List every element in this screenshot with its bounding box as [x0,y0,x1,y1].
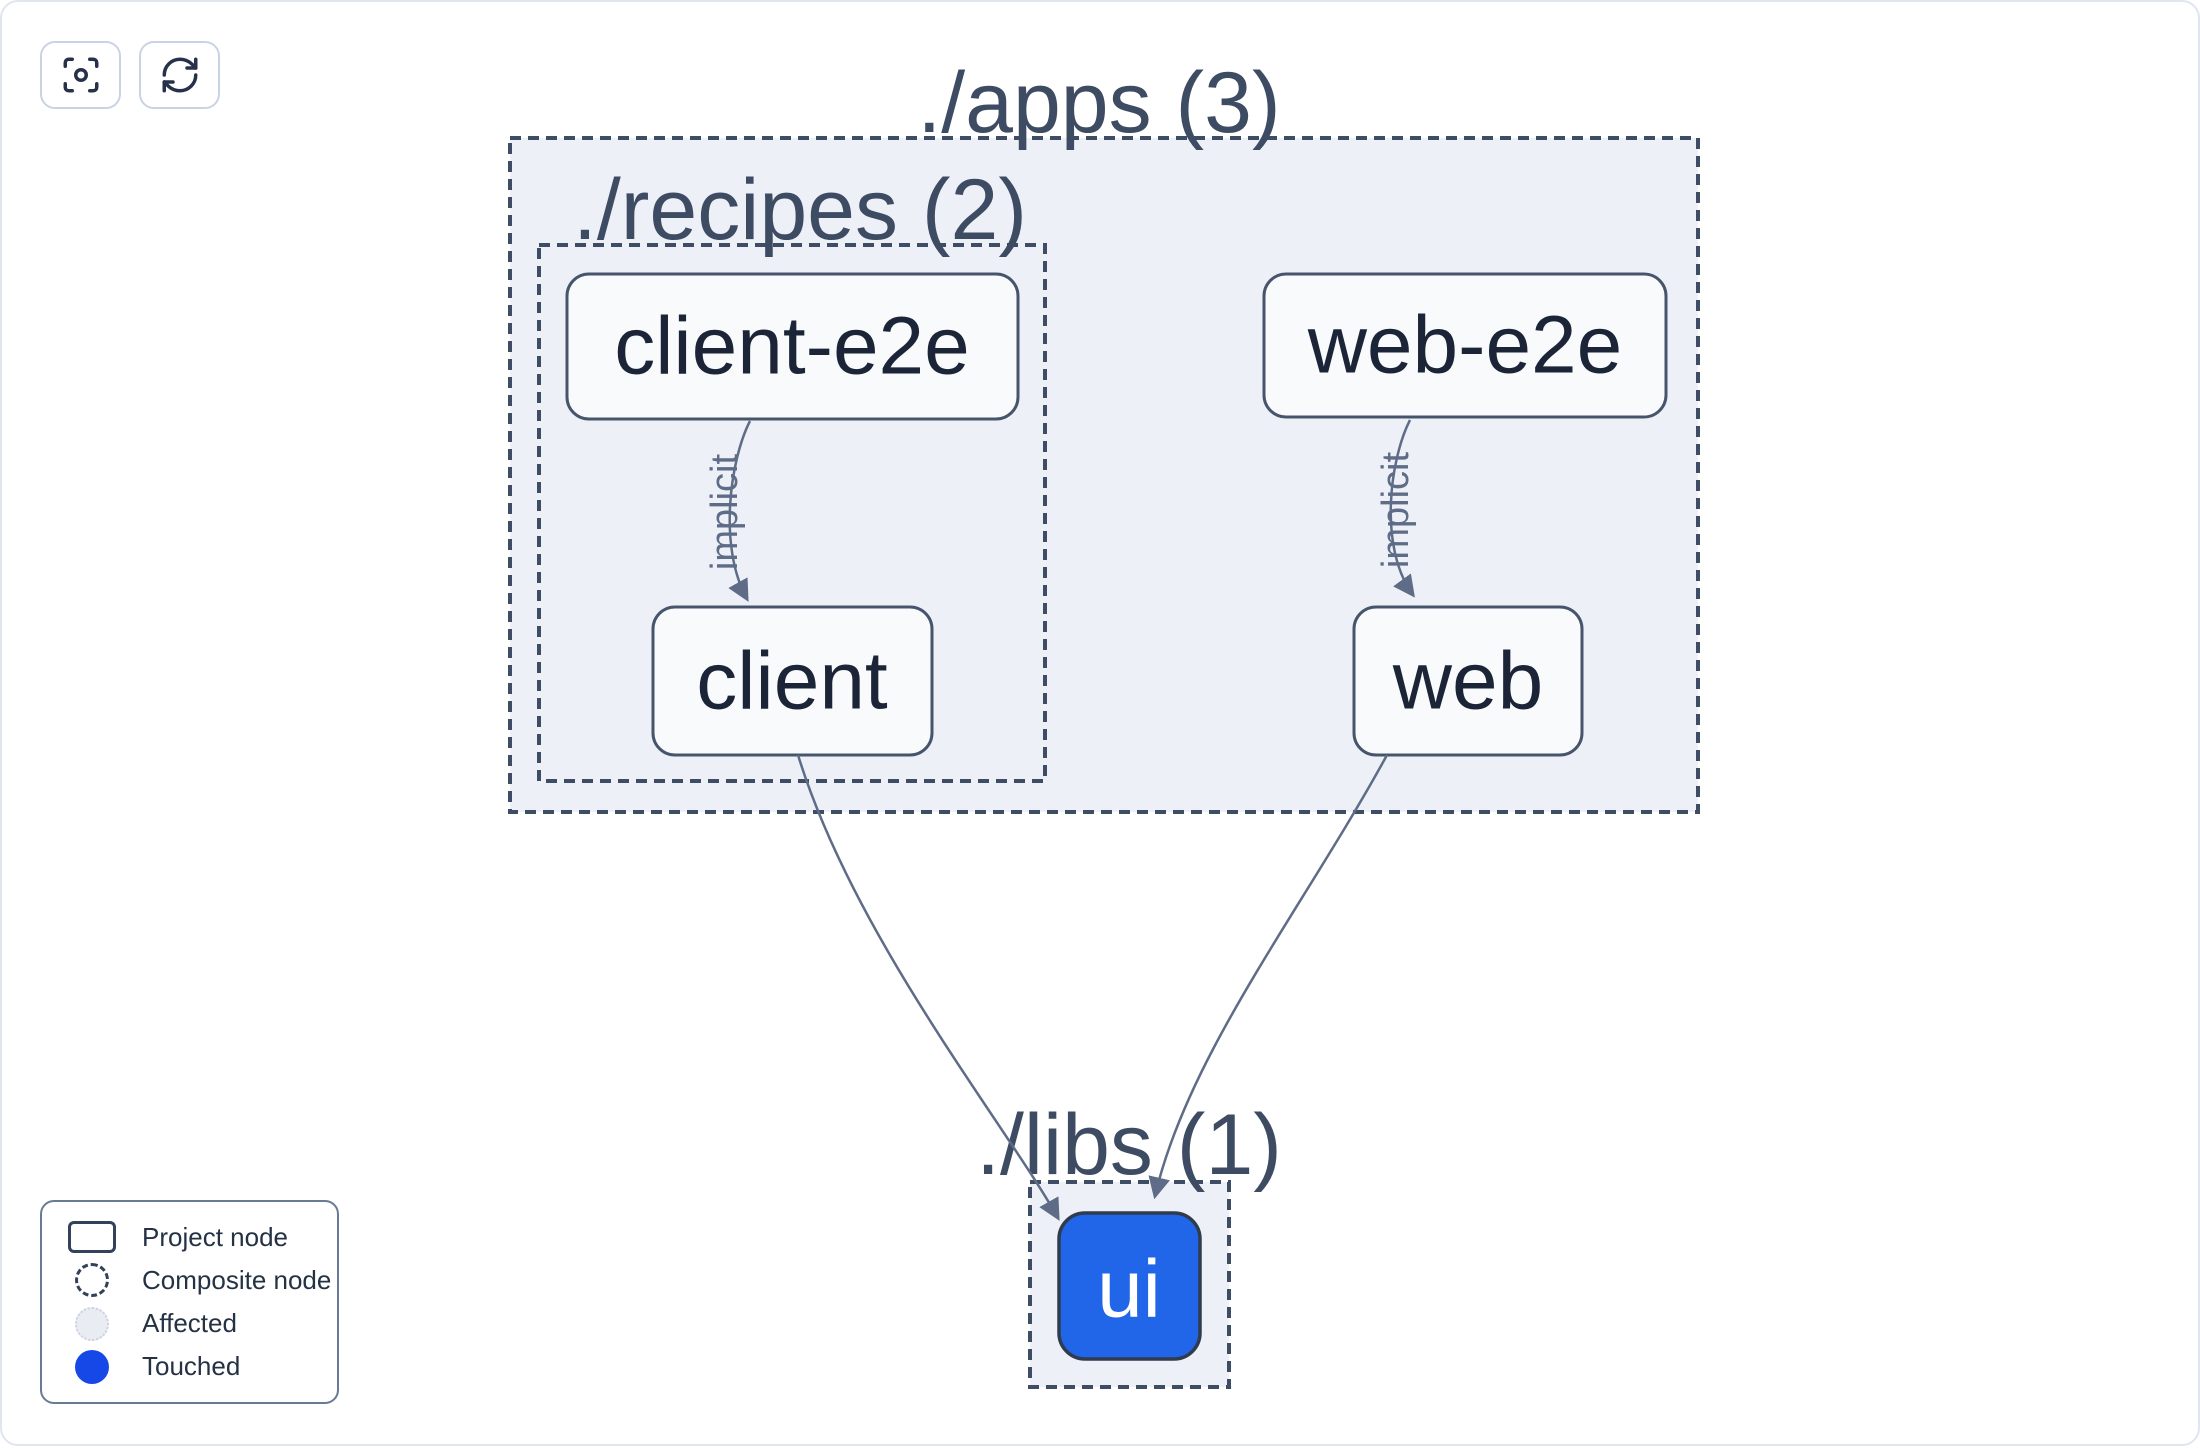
legend-item-affected: Affected [42,1304,337,1344]
project-node-shape [68,1221,116,1253]
legend-item-touched: Touched [42,1347,337,1387]
project-node-client[interactable]: client [651,605,934,757]
legend-label: Project node [142,1221,288,1252]
edge-label-implicit-web: implicit [1375,452,1417,569]
project-node-web[interactable]: web [1352,605,1584,757]
legend-label: Affected [142,1308,237,1339]
apps-container-title: ./apps (3) [917,55,1280,151]
client-box[interactable] [651,605,934,757]
refresh-button[interactable] [139,41,220,109]
libs-container-title: ./libs (1) [976,1097,1282,1193]
edge-client-to-ui[interactable] [796,754,1060,1221]
client-label: client [696,636,888,727]
recipes-container-title: ./recipes (2) [573,162,1027,258]
edge-web-e2e-to-web[interactable] [1389,419,1415,598]
graph-toolbar [40,41,220,109]
web-e2e-box[interactable] [1262,272,1668,419]
legend-item-composite-node: Composite node [42,1260,337,1300]
web-e2e-label: web-e2e [1307,300,1623,391]
legend-label: Composite node [142,1264,332,1295]
ui-label: ui [1097,1244,1161,1335]
legend-item-project-node: Project node [42,1217,337,1257]
project-node-ui-touched[interactable]: ui [1057,1211,1202,1361]
client-e2e-label: client-e2e [614,301,970,392]
focus-icon [63,57,98,93]
web-box[interactable] [1352,605,1584,757]
client-e2e-box[interactable] [565,272,1020,421]
affected-shape [75,1306,109,1341]
touched-shape [75,1349,109,1384]
web-label: web [1392,636,1543,727]
refresh-icon [162,57,197,93]
project-node-web-e2e[interactable]: web-e2e [1262,272,1668,419]
edge-web-to-ui[interactable] [1148,754,1389,1200]
edge-client-e2e-to-client[interactable] [728,420,752,602]
graph-legend: Project node Composite node Affected Tou… [40,1200,339,1404]
ui-box[interactable] [1057,1211,1202,1361]
composite-node-shape [75,1263,109,1298]
focus-button[interactable] [40,41,121,109]
project-node-client-e2e[interactable]: client-e2e [565,272,1020,421]
legend-label: Touched [142,1351,241,1382]
edge-label-implicit-client: implicit [704,454,746,571]
